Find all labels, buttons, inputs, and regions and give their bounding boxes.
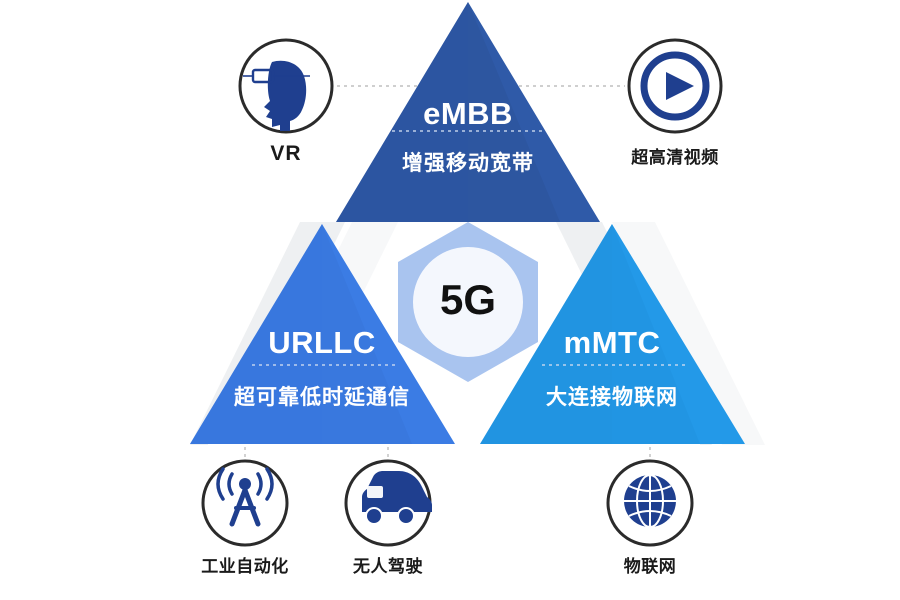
node-label-vr: VR [270,142,302,165]
center-5g-label: 5G [439,276,497,323]
play-button-icon [640,51,710,121]
triangle-mmtc-title: mMTC [563,325,661,360]
icon-industrial[interactable] [201,459,289,547]
globe-icon [624,474,676,528]
center-circle [413,247,523,357]
node-label-iot: 物联网 [623,557,677,576]
icon-autodrive[interactable] [344,459,432,547]
node-label-industrial: 工业自动化 [201,557,289,576]
triangle-embb-subtitle: 增强移动宽带 [402,152,534,175]
triangle-urllc-title: URLLC [268,325,376,360]
icon-vr[interactable] [238,38,334,134]
icon-iot[interactable] [606,459,694,547]
triangle-mmtc[interactable] [480,224,745,444]
vr-headset-icon [243,60,310,131]
antenna-tower-icon [216,467,274,527]
node-label-uhd-video: 超高清视频 [631,148,719,167]
icon-uhd-video[interactable] [627,38,723,134]
triangle-urllc[interactable] [190,224,455,444]
node-label-autodrive: 无人驾驶 [353,557,423,576]
triangle-embb-title: eMBB [423,96,513,131]
triangle-embb[interactable] [336,2,600,222]
car-icon [362,471,432,525]
triangle-urllc-subtitle: 超可靠低时延通信 [234,386,410,409]
triangle-mmtc-subtitle: 大连接物联网 [546,386,678,409]
